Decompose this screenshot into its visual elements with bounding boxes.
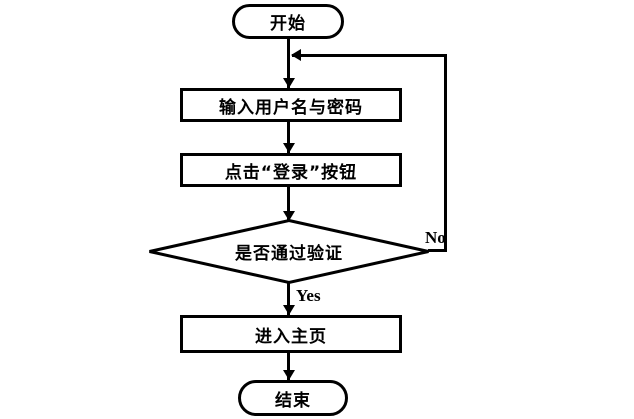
arrowhead-into-decision	[283, 211, 295, 221]
connector-input-to-click	[287, 121, 290, 153]
arrowhead-into-end	[283, 370, 295, 380]
node-start-label: 开始	[270, 14, 306, 34]
connector-start-to-input	[287, 37, 290, 88]
arrowhead-into-home	[283, 305, 295, 315]
connector-home-to-end	[287, 352, 290, 380]
node-verify-label: 是否通过验证	[235, 244, 343, 264]
node-verify-decision: 是否通过验证	[146, 218, 432, 285]
decision-diamond-shape	[149, 218, 429, 285]
connector-decision-to-loop	[428, 249, 447, 252]
connector-click-to-decision	[287, 186, 290, 221]
edge-label-no: No	[425, 228, 446, 247]
connector-decision-to-home-yes	[287, 281, 290, 315]
node-input-credentials-label: 输入用户名与密码	[219, 97, 363, 118]
arrowhead-into-input	[283, 78, 295, 88]
node-end: 结束	[238, 380, 348, 416]
node-start: 开始	[232, 4, 344, 39]
connector-no-loop-top	[292, 54, 447, 57]
edge-label-yes: Yes	[296, 286, 321, 305]
connector-no-loop-right	[444, 54, 447, 252]
arrowhead-no-loop	[291, 49, 301, 61]
node-enter-home: 进入主页	[180, 315, 402, 353]
arrowhead-into-click	[283, 143, 295, 153]
node-click-login: 点击“登录”按钮	[180, 153, 402, 187]
node-enter-home-label: 进入主页	[255, 326, 327, 347]
node-input-credentials: 输入用户名与密码	[180, 88, 402, 122]
node-end-label: 结束	[275, 390, 311, 411]
node-click-login-label: 点击“登录”按钮	[224, 162, 358, 183]
